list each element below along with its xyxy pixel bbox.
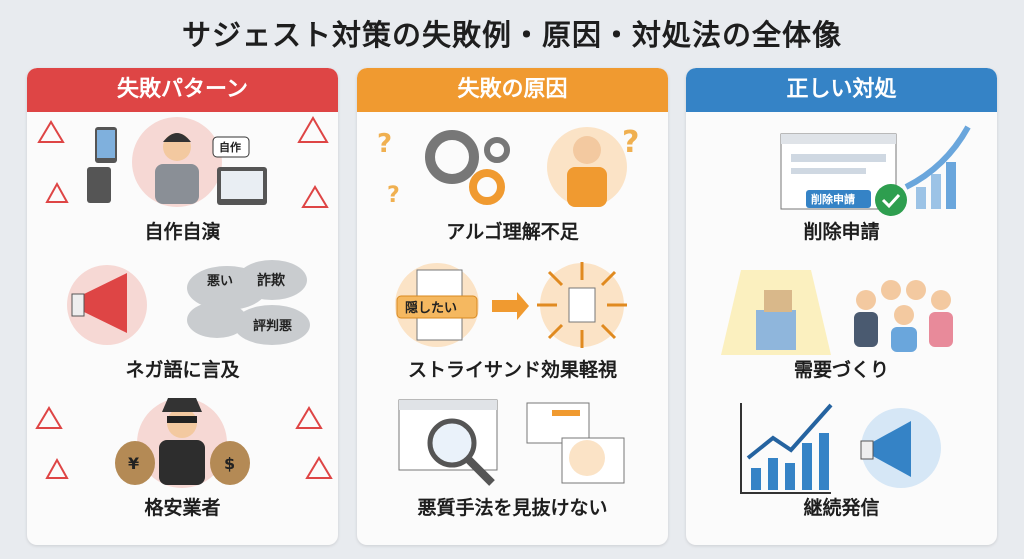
item-self-manipulation: 自作 自作自演: [27, 112, 338, 250]
svg-text:?: ?: [622, 125, 639, 160]
item-label: 需要づくり: [793, 359, 889, 381]
spotlight-crowd-icon: [721, 270, 953, 355]
item-algorithm-misunderstanding: ??? アルゴ理解不足: [357, 112, 668, 250]
item-continuous-publishing: 継続発信: [686, 388, 997, 526]
svg-text:?: ?: [377, 129, 392, 159]
column-heading: 失敗パターン: [27, 68, 338, 112]
item-label: ネガ語に言及: [125, 359, 240, 381]
tag-self: 自作: [219, 140, 241, 154]
column-heading: 正しい対処: [686, 68, 997, 112]
item-label: 継続発信: [803, 497, 880, 519]
column-heading: 失敗の原因: [357, 68, 668, 112]
svg-text:?: ?: [387, 183, 400, 208]
item-label: アルゴ理解不足: [446, 221, 579, 243]
tag-bad-reputation: 評判悪: [253, 318, 292, 334]
gears-confused-icon: ???: [377, 125, 639, 208]
item-demand-creation: 需要づくり: [686, 250, 997, 388]
column-failure-patterns: 失敗パターン 自作 自作自演 悪い 詐欺 評判悪 ネガ語に言及 ¥ $ 格安業者: [27, 68, 338, 545]
column-failure-causes: 失敗の原因 ??? アルゴ理解不足 隠したい ストライサンド効果軽視 悪質手法を…: [357, 68, 668, 545]
item-label: ストライサンド効果軽視: [407, 359, 617, 381]
item-label: 自作自演: [144, 221, 221, 243]
document-spread-icon: 隠したい: [395, 262, 627, 348]
tag-want-to-hide: 隠したい: [405, 300, 457, 316]
magnifier-screens-icon: [398, 399, 625, 486]
megaphone-negative-icon: 悪い 詐欺 評判悪: [67, 260, 310, 345]
dollar-sign: $: [224, 454, 235, 473]
person-devices-icon: 自作: [37, 116, 329, 208]
yen-sign: ¥: [128, 454, 139, 473]
item-streisand-effect: 隠したい ストライサンド効果軽視: [357, 250, 668, 388]
item-label: 悪質手法を見抜けない: [417, 497, 608, 519]
item-deletion-request: 削除申請 削除申請: [686, 112, 997, 250]
column-correct-responses: 正しい対処 削除申請 削除申請 需要づくり 継続発信: [686, 68, 997, 545]
tag-deletion-request: 削除申請: [811, 192, 855, 206]
tag-bad: 悪い: [207, 274, 233, 289]
item-label: 格安業者: [144, 497, 221, 519]
page-title: サジェスト対策の失敗例・原因・対処法の全体像: [181, 18, 842, 52]
thief-money-icon: ¥ $: [35, 398, 333, 488]
item-cheap-vendors: ¥ $ 格安業者: [27, 388, 338, 526]
item-cannot-detect-bad-methods: 悪質手法を見抜けない: [357, 388, 668, 526]
item-label: 削除申請: [803, 221, 880, 243]
chart-megaphone-icon: [740, 403, 941, 494]
item-mention-negative-words: 悪い 詐欺 評判悪 ネガ語に言及: [27, 250, 338, 388]
browser-check-growth-icon: 削除申請: [780, 125, 971, 216]
tag-fraud: 詐欺: [257, 272, 285, 289]
